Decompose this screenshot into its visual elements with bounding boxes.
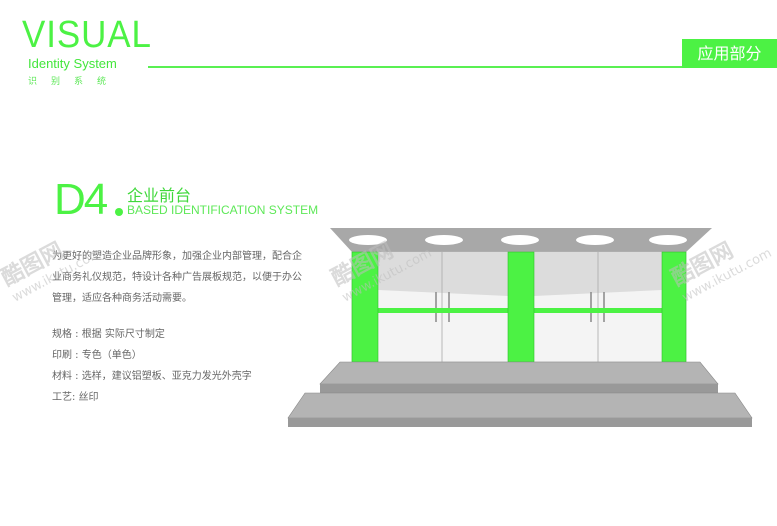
spec-print: 印刷 : 专色（单色）	[52, 350, 142, 361]
section-badge: 应用部分	[682, 39, 777, 68]
spec-craft: 工艺: 丝印	[52, 392, 99, 403]
logo-title: VISUAL	[22, 14, 152, 56]
header-divider	[148, 66, 682, 68]
upper-step	[319, 361, 719, 385]
section-description: 为更好的塑造企业品牌形象，加强企业内部管理，配合企业商务礼仪规范，特设计各种广告…	[52, 251, 302, 304]
spec-material: 材料 : 选样，建议铝塑板、亚克力发光外壳字	[52, 371, 252, 382]
section-title-cn: 企业前台	[127, 186, 192, 205]
section-code: D4	[54, 175, 108, 224]
section-code-dot	[115, 208, 123, 216]
section-title-en: BASED IDENTIFICATION SYSTEM	[127, 203, 319, 217]
ceiling-lights	[349, 235, 687, 245]
door-handles	[435, 292, 605, 322]
lower-step	[287, 392, 753, 419]
logo-subtitle: Identity System	[28, 56, 117, 71]
green-pillars	[351, 251, 687, 363]
spec-size: 规格 : 根据 实际尺寸制定	[52, 329, 165, 340]
logo-cn: 识别系统	[28, 77, 121, 87]
